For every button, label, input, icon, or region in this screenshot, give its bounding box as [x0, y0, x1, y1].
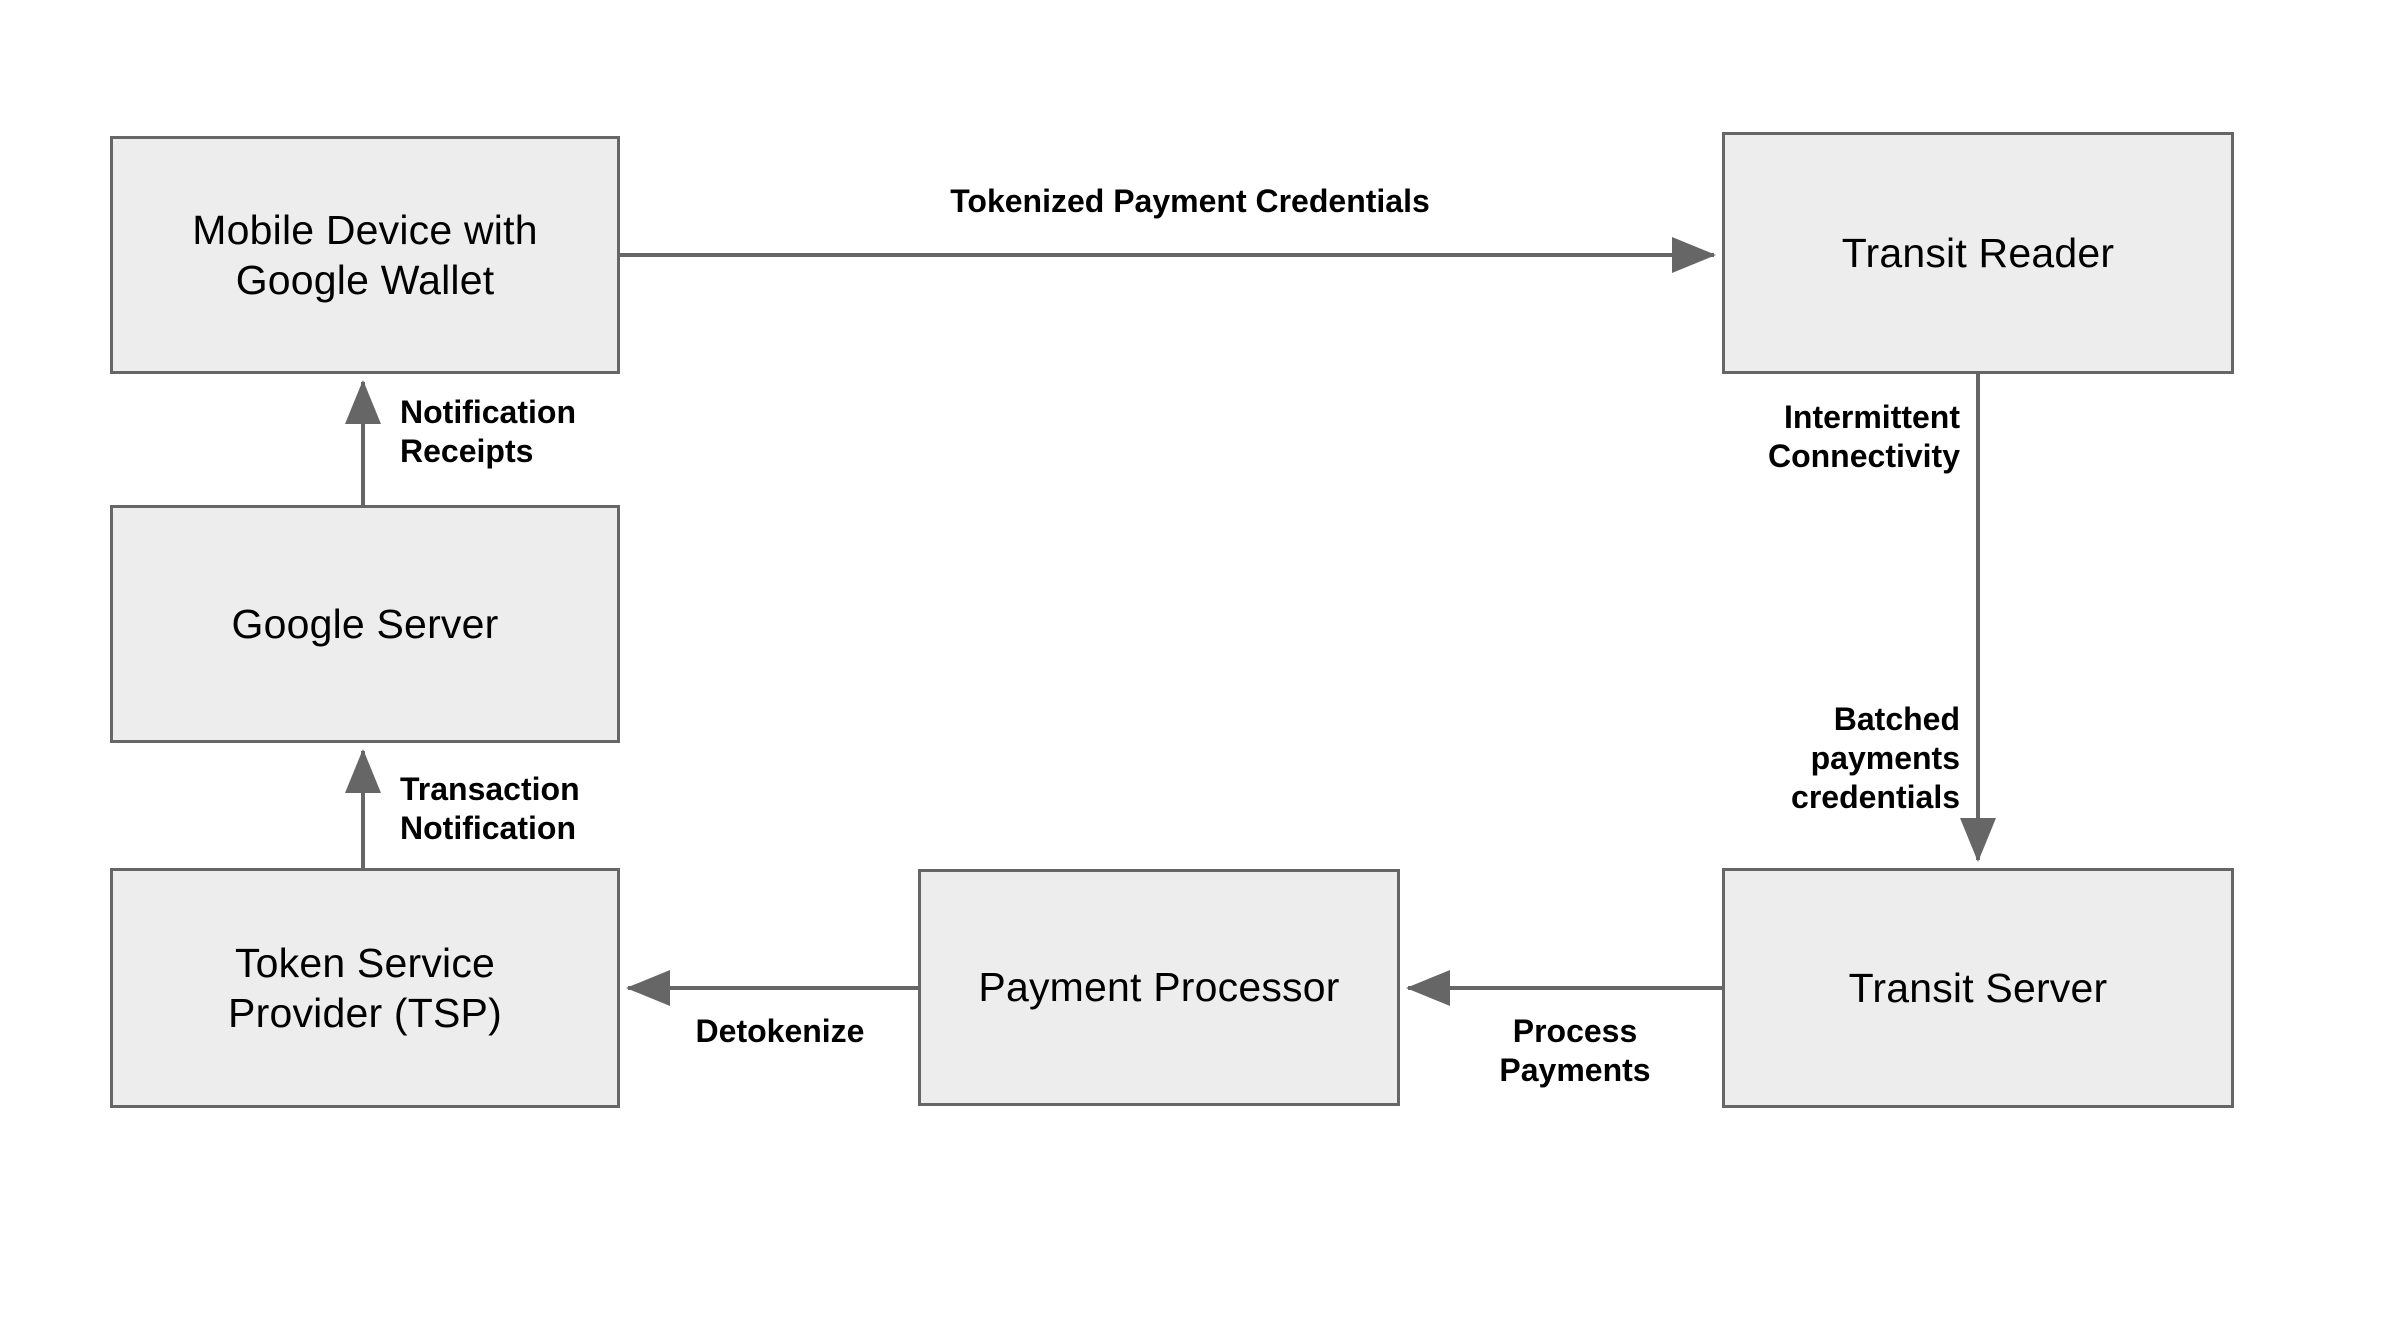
edge-label-batched-payments-credentials: Batched payments credentials	[1791, 701, 1960, 816]
node-mobile-device-with-google-wallet[interactable]: Mobile Device with Google Wallet	[110, 136, 620, 374]
node-transit-server[interactable]: Transit Server	[1722, 868, 2234, 1108]
edge-label-process-payments: Process Payments	[1499, 1013, 1651, 1089]
node-payment-processor[interactable]: Payment Processor	[918, 869, 1400, 1106]
edge-label-notification-receipts: Notification Receipts	[400, 394, 576, 470]
node-token-service-provider[interactable]: Token Service Provider (TSP)	[110, 868, 620, 1108]
node-google-server[interactable]: Google Server	[110, 505, 620, 743]
edge-label-detokenize: Detokenize	[695, 1013, 865, 1049]
node-transit-reader[interactable]: Transit Reader	[1722, 132, 2234, 374]
edge-label-tokenized-payment-credentials: Tokenized Payment Credentials	[950, 183, 1430, 219]
edge-label-intermittent-connectivity: Intermittent Connectivity	[1767, 399, 1960, 475]
edge-label-transaction-notification: Transaction Notification	[400, 771, 580, 847]
